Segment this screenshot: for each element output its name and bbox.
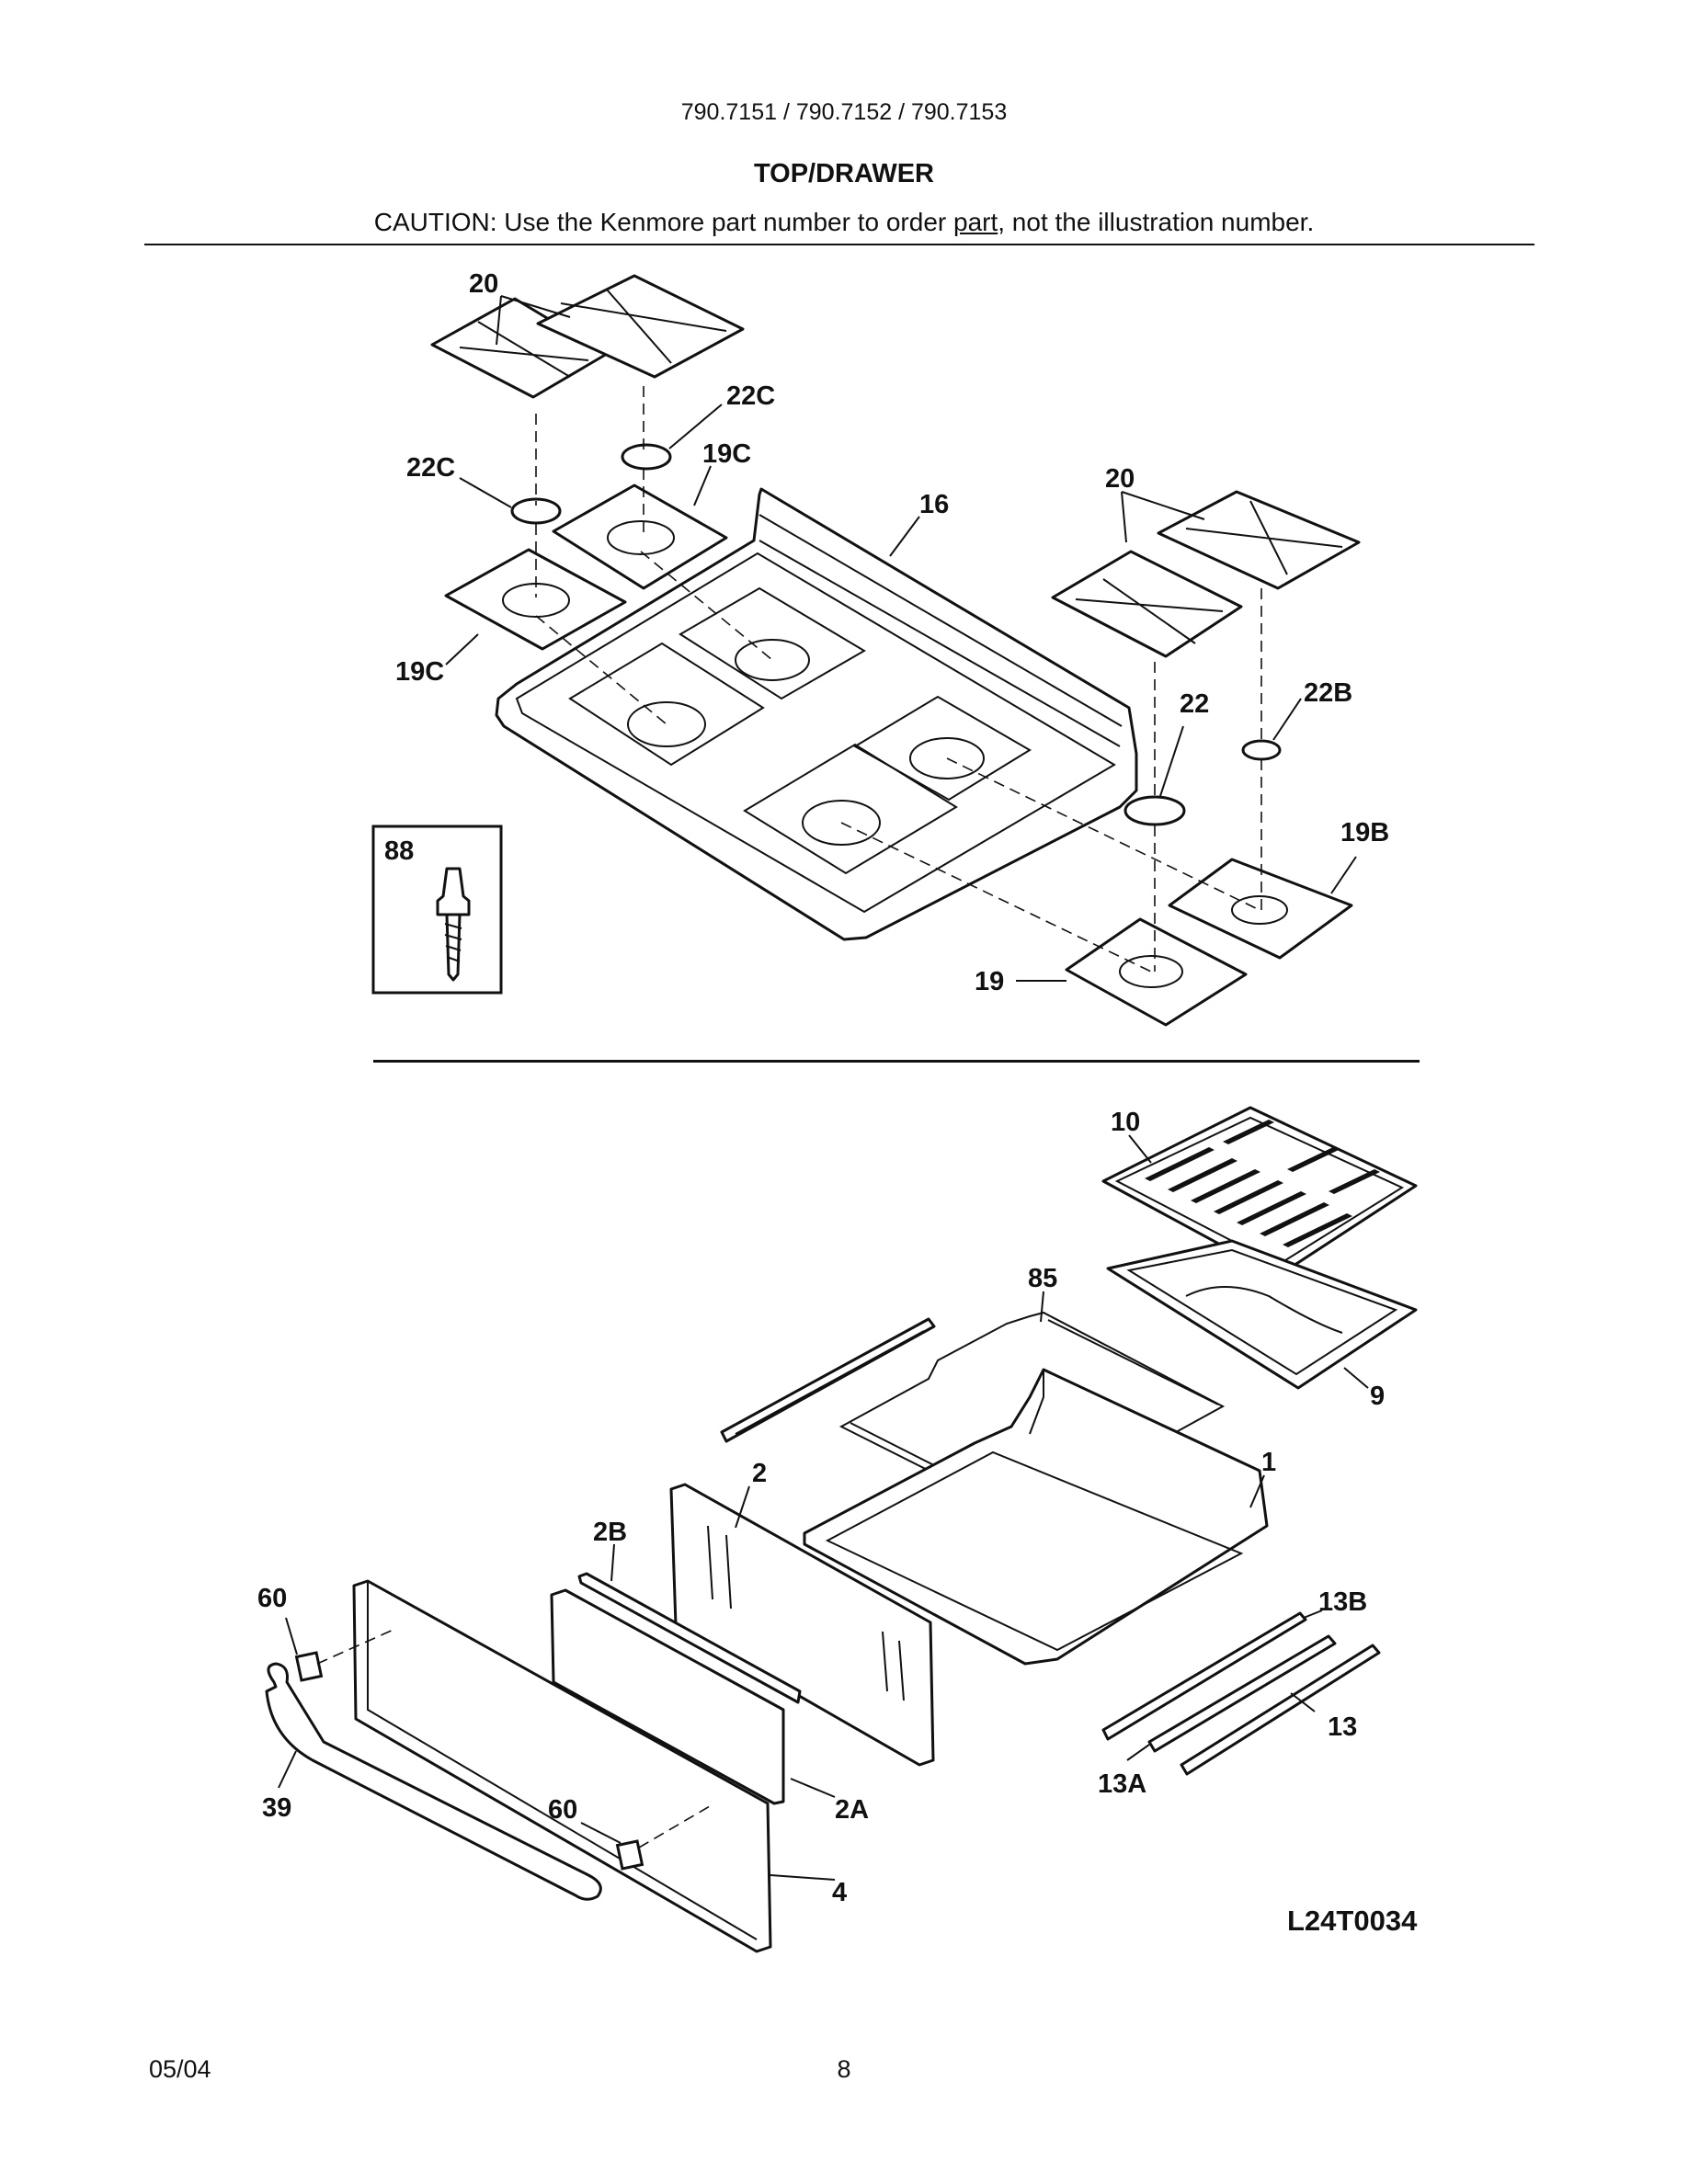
alignment-lines-bottom [316,1628,711,1848]
broiler-pan [1106,1239,1418,1390]
callout-19c-upper: 19C [702,439,751,469]
drawer-side-rail-left [720,1317,936,1443]
callout-60-upper: 60 [257,1584,287,1613]
caution-underlined-word: part [953,208,998,236]
header-divider [144,244,1534,245]
section-divider [373,1060,1420,1063]
callout-19b: 19B [1340,818,1389,847]
callout-1: 1 [1261,1448,1276,1477]
handle-brackets [294,1651,644,1871]
callout-22c-upper: 22C [726,381,775,411]
callout-39: 39 [262,1793,291,1823]
page-title: TOP/DRAWER [753,159,935,188]
callout-22c-lower: 22C [406,453,455,483]
callout-60-lower: 60 [548,1795,577,1825]
callout-2a: 2A [835,1795,869,1825]
right-burner-grates [1051,490,1361,658]
drawing-number: L24T0034 [1287,1905,1418,1937]
callout-19: 19 [975,967,1004,996]
alignment-lines-top [535,386,1262,973]
drawer-inner-panel [550,1588,785,1805]
drawer-handle [265,1662,602,1901]
caps-and-bowls-left [444,443,728,651]
callout-4: 4 [832,1878,847,1907]
caps-and-bowls-right [1065,739,1353,1027]
callout-22: 22 [1180,689,1209,719]
cooktop-main-top [495,487,1138,941]
drawer-slides [1101,1611,1381,1776]
callout-22b: 22B [1304,678,1352,708]
left-burner-grates [430,274,745,399]
screw-inset-box [371,825,503,995]
callout-20-right: 20 [1105,464,1135,494]
callout-20-left: 20 [469,269,498,299]
drawer-body [803,1368,1269,1666]
callout-2b: 2B [593,1518,627,1547]
callout-88: 88 [384,836,414,866]
caution-note: CAUTION: Use the Kenmore part number to … [0,208,1688,237]
callout-16: 16 [919,490,949,519]
callout-13: 13 [1328,1712,1357,1742]
callout-leaders [278,295,1369,1881]
caution-text-end: , not the illustration number. [998,208,1315,236]
callout-85: 85 [1028,1264,1057,1293]
callout-19c-lower: 19C [395,657,444,687]
caution-text-start: CAUTION: Use the Kenmore part number to … [373,208,953,236]
callout-9: 9 [1370,1382,1385,1411]
model-numbers: 790.7151 / 790.7152 / 790.7153 [680,99,1008,125]
callout-2: 2 [752,1459,767,1488]
callout-13a: 13A [1098,1769,1146,1799]
footer-date: 05/04 [149,2055,211,2083]
broiler-grid-slots [1145,1120,1380,1247]
callout-10: 10 [1111,1108,1140,1137]
drawer-top-strip [577,1572,802,1704]
callout-13b: 13B [1318,1587,1367,1617]
page-number: 8 [837,2055,851,2083]
